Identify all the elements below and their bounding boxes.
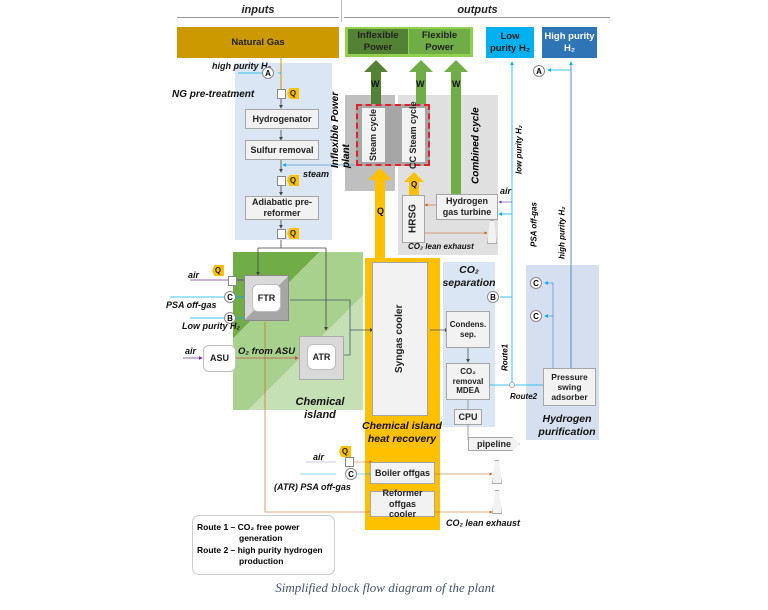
hydrogen-purification-title: Hydrogen purification xyxy=(538,413,596,439)
heat-recovery-title: Chemical island heat recovery xyxy=(362,420,442,445)
o2-from-asu-label: O₂ from ASU xyxy=(238,346,296,357)
inputs-header: inputs xyxy=(241,4,275,16)
atr-psa-offgas-label: (ATR) PSA off-gas xyxy=(274,482,351,492)
asu-box: ASU xyxy=(203,345,236,372)
inflexible-power-output: Inflexible Power xyxy=(348,29,408,54)
connector-b-right: B xyxy=(487,291,499,303)
q-heat-icon-ftr: Q xyxy=(212,265,224,276)
condens-sep-box: Condens. sep. xyxy=(446,311,490,348)
outputs-divider xyxy=(344,17,610,18)
psa-offgas-vertical-label: PSA off-gas xyxy=(529,202,539,248)
hydrogen-gas-turbine-box: Hydrogen gas turbine xyxy=(436,194,498,220)
q-heat-icon-boiler: Q xyxy=(339,446,351,457)
heat-exchanger-boiler xyxy=(345,457,354,467)
heat-exchanger-ftr xyxy=(228,276,237,286)
heat-exchanger-2 xyxy=(277,176,286,186)
sulfur-removal-box: Sulfur removal xyxy=(245,140,319,160)
q-heat-icon-2: Q xyxy=(287,175,299,186)
co2-separation-title: CO₂ separation xyxy=(442,264,496,290)
high-purity-h2-output: High purity H₂ xyxy=(542,27,597,58)
outputs-header: outputs xyxy=(457,4,498,16)
low-purity-h2-label: Low purity H₂ xyxy=(182,321,240,331)
steam-label: steam xyxy=(303,169,330,179)
connector-c-boiler: C xyxy=(345,468,357,480)
low-purity-h2-output: Low purity H₂ xyxy=(486,27,534,58)
connector-a-right: A xyxy=(533,65,545,77)
cpu-box: CPU xyxy=(454,409,482,425)
q-arrow-cc-steam xyxy=(404,172,424,195)
asu-air-label: air xyxy=(185,346,197,356)
flexible-power-output: Flexible Power xyxy=(409,29,470,54)
natural-gas-input: Natural Gas xyxy=(177,27,339,58)
high-purity-h2-label: high purity H₂ xyxy=(212,61,271,71)
ftr-label-box: FTR xyxy=(252,284,281,312)
heat-exchanger-1 xyxy=(277,89,286,99)
reformer-offgas-cooler-box: Reformer offgas cooler xyxy=(370,488,435,519)
q-label-cc: Q xyxy=(411,180,418,189)
combined-cycle-label: Combined cycle xyxy=(470,107,482,185)
connector-c-bottom: C xyxy=(530,310,542,322)
ftr-air-label: air xyxy=(188,270,200,280)
adiabatic-pre-reformer-box: Adiabatic pre-reformer xyxy=(245,196,319,220)
heat-exchanger-3 xyxy=(277,229,286,239)
connector-b-ftr: B xyxy=(224,312,236,324)
route-legend: Route 1 – CO₂ free power generation Rout… xyxy=(192,515,335,575)
chemical-island-title: Chemical island xyxy=(295,396,345,422)
w-label-1: W xyxy=(371,79,380,89)
legend-route2: Route 2 – high purity hydrogen productio… xyxy=(197,544,323,567)
header-separator xyxy=(341,0,342,22)
co2-lean-exhaust-label-top: CO₂ lean exhaust xyxy=(408,242,474,251)
turbine-air-label: air xyxy=(500,186,512,196)
w-arrow-cc xyxy=(409,60,433,105)
pipeline-box: pipeline xyxy=(468,437,520,451)
co2-lean-exhaust-label-bottom: CO₂ lean exhaust xyxy=(446,518,520,528)
q-heat-icon-3: Q xyxy=(287,228,299,239)
legend-route1: Route 1 – CO₂ free power generation xyxy=(197,522,300,544)
low-purity-h2-vertical-label: low purity H₂ xyxy=(514,125,524,175)
connector-a-left: A xyxy=(262,67,274,79)
route2-label: Route2 xyxy=(510,392,538,401)
inflexible-power-plant-label: Inflexible Power plant xyxy=(330,91,352,168)
w-label-2: W xyxy=(416,79,425,89)
boiler-air-label: air xyxy=(313,452,325,462)
co2-removal-mdea-box: CO₂ removal MDEA xyxy=(446,363,490,400)
route1-label: Route1 xyxy=(500,343,510,372)
psa-offgas-label: PSA off-gas xyxy=(166,300,217,310)
w-arrow-turbine xyxy=(444,60,468,195)
steam-cycle-box: Steam cycle xyxy=(361,107,386,163)
connector-c-ftr: C xyxy=(224,291,236,303)
pressure-swing-adsorber-box: Pressure swing adsorber xyxy=(543,368,596,406)
cc-steam-cycle-box: CC Steam cycle xyxy=(401,101,426,169)
w-label-3: W xyxy=(452,79,461,89)
boiler-offgas-box: Boiler offgas xyxy=(370,462,435,484)
w-arrow-inflexible xyxy=(364,60,388,105)
q-heat-icon-1: Q xyxy=(287,88,299,99)
hydrogenator-box: Hydrogenator xyxy=(245,109,319,129)
connector-c-top: C xyxy=(530,277,542,289)
high-purity-h2-vertical-label: high purity H₂ xyxy=(557,206,567,259)
syngas-cooler-box: Syngas cooler xyxy=(372,262,428,416)
figure-caption: Simplified block flow diagram of the pla… xyxy=(275,580,495,595)
q-arrow-steam-cycle xyxy=(368,168,392,258)
q-label-steam: Q xyxy=(377,206,385,216)
hrsg-box: HRSG xyxy=(402,195,425,243)
hydrogen-purification-region xyxy=(526,265,599,440)
inputs-divider xyxy=(177,17,339,18)
atr-label-box: ATR xyxy=(307,344,336,370)
ng-pretreatment-title: NG pre-treatment xyxy=(172,89,255,100)
